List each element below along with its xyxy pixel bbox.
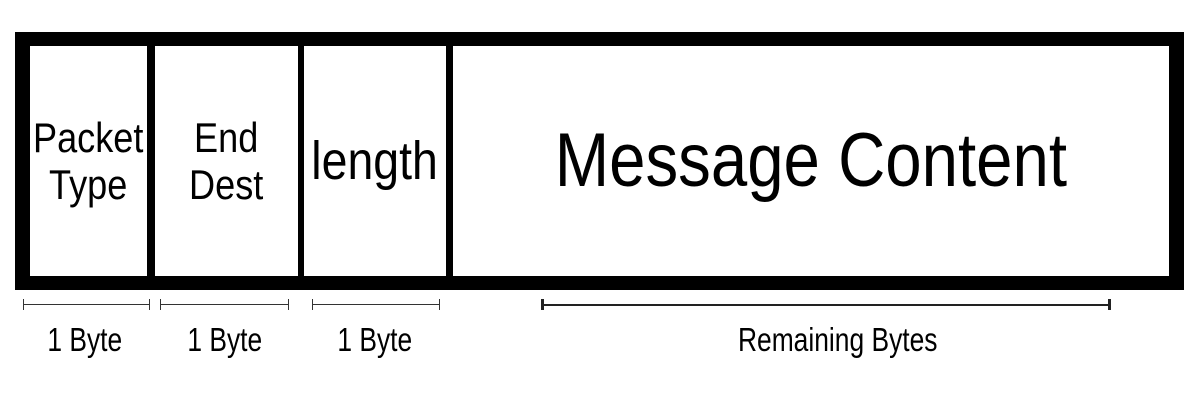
field-packet-type-label: Packet Type <box>33 113 144 208</box>
size-text-message-content: Remaining Bytes <box>738 321 938 358</box>
size-label-end-dest: 1 Byte <box>140 321 310 361</box>
field-message-content: Message Content <box>453 46 1169 276</box>
dimension-line-length <box>312 298 440 312</box>
dimension-line-packet-type <box>23 298 150 312</box>
size-text-packet-type: 1 Byte <box>47 321 123 358</box>
size-label-packet-type: 1 Byte <box>0 321 170 361</box>
field-message-content-label: Message Content <box>554 118 1068 204</box>
field-end-dest-label: End Dest <box>189 113 264 208</box>
size-label-message-content: Remaining Bytes <box>638 321 1038 361</box>
field-length-label: length <box>311 130 439 191</box>
size-text-end-dest: 1 Byte <box>187 321 263 358</box>
dimension-line-message-content <box>541 298 1111 312</box>
field-packet-type: Packet Type <box>30 46 147 276</box>
size-label-length: 1 Byte <box>290 321 460 361</box>
dimension-line-end-dest <box>160 298 289 312</box>
field-length: length <box>304 46 446 276</box>
size-text-length: 1 Byte <box>337 321 413 358</box>
field-end-dest: End Dest <box>155 46 298 276</box>
packet-frame: Packet Type End Dest length Message Cont… <box>15 32 1184 290</box>
